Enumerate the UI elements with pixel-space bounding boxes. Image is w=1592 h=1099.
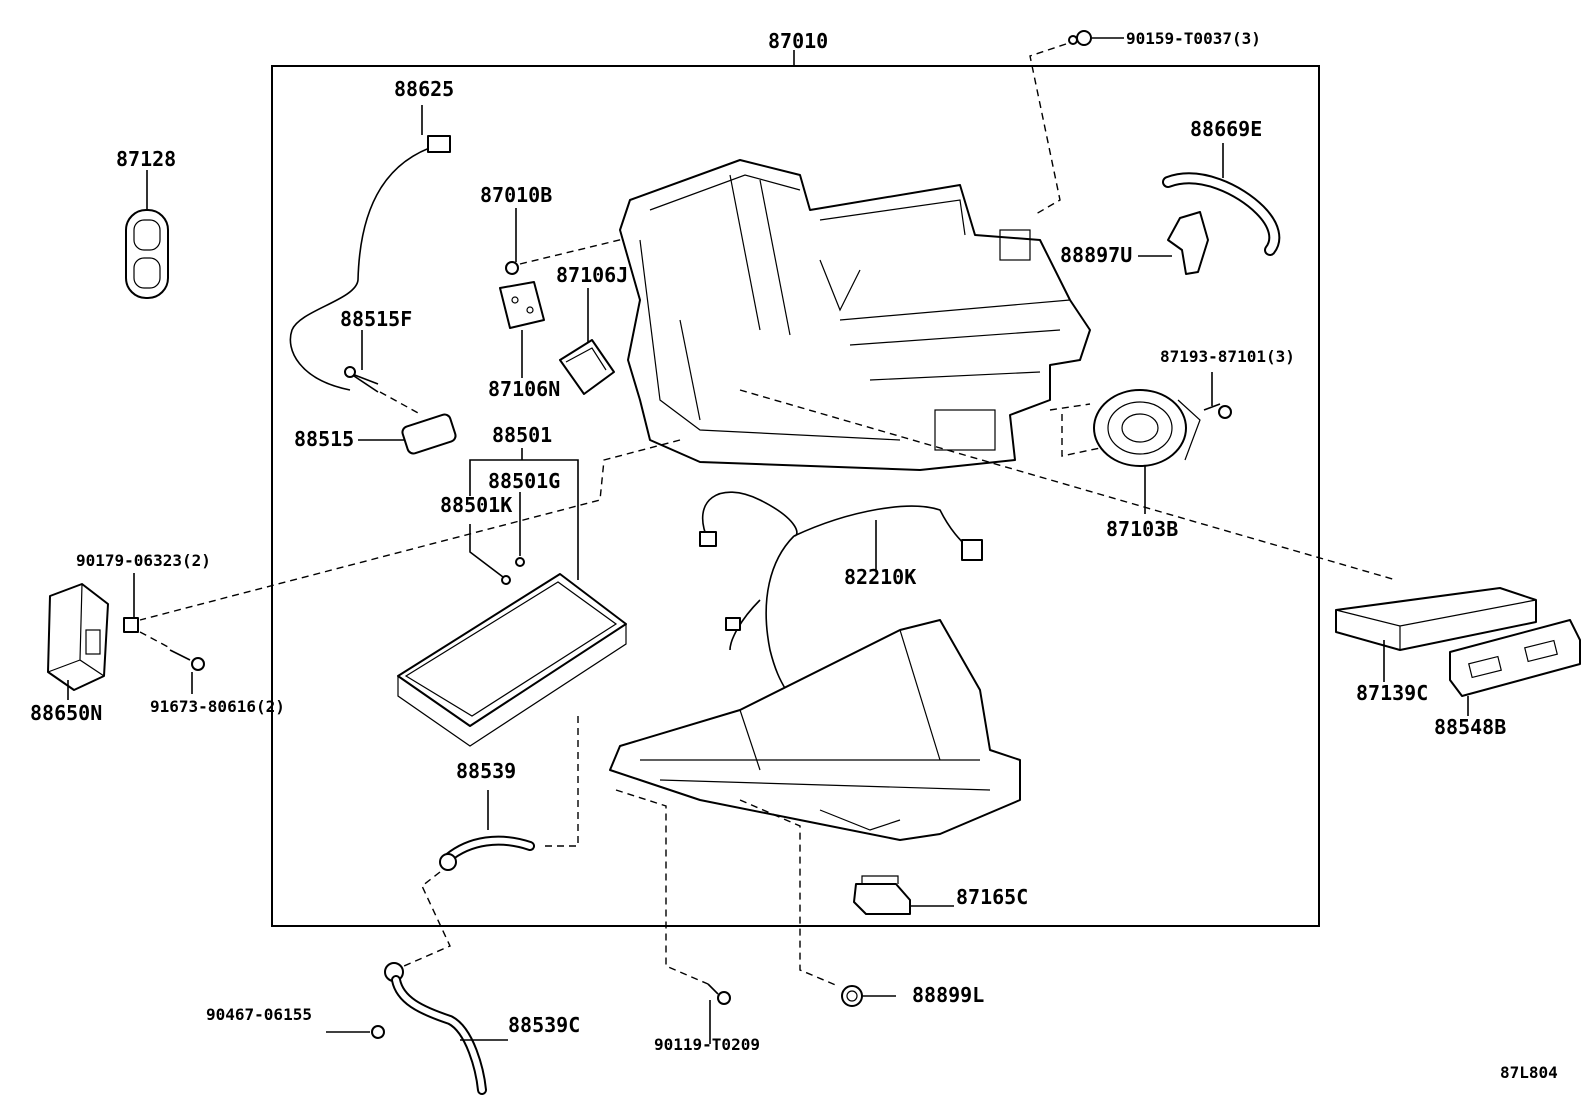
label-87128: 87128 bbox=[116, 147, 176, 171]
nut-90467-part bbox=[326, 1025, 385, 1039]
pipe-88539-part bbox=[403, 716, 579, 967]
resistor-87165C-part bbox=[853, 875, 954, 915]
label-87139C: 87139C bbox=[1356, 681, 1428, 705]
filter-cover-88548B-part bbox=[1449, 619, 1581, 716]
harness-82210K-part bbox=[699, 491, 983, 691]
label-90467-06155: 90467-06155 bbox=[206, 1005, 312, 1024]
label-90119-T0209: 90119-T0209 bbox=[654, 1035, 760, 1054]
label-88501G: 88501G bbox=[488, 469, 560, 493]
figure-code: 87L804 bbox=[1500, 1063, 1558, 1082]
bracket-88897U-part bbox=[1138, 211, 1209, 275]
screw-91673-part bbox=[139, 631, 205, 694]
label-90179-06323: 90179-06323(2) bbox=[76, 551, 211, 570]
label-87010B: 87010B bbox=[480, 183, 552, 207]
assembly-frame bbox=[271, 65, 1320, 927]
label-88548B: 88548B bbox=[1434, 715, 1506, 739]
label-87106N: 87106N bbox=[488, 377, 560, 401]
bracket-87106N-part bbox=[499, 281, 545, 378]
label-88897U: 88897U bbox=[1060, 243, 1132, 267]
sensor-88515-part bbox=[344, 330, 457, 455]
label-87010: 87010 bbox=[768, 29, 828, 53]
label-88515: 88515 bbox=[294, 427, 354, 451]
cabin-filter-87139C-part bbox=[1335, 587, 1537, 682]
clip-90159-part bbox=[1029, 30, 1124, 215]
label-88501: 88501 bbox=[492, 423, 552, 447]
label-87106J: 87106J bbox=[556, 263, 628, 287]
servo-87106J-part bbox=[559, 288, 615, 395]
label-88539C: 88539C bbox=[508, 1013, 580, 1037]
heater-core-88501-part bbox=[397, 448, 627, 747]
hose-88669E-part bbox=[1162, 143, 1281, 256]
module-88650N-part bbox=[47, 583, 109, 700]
heater-unit-87010-part bbox=[619, 159, 1091, 471]
label-88669E: 88669E bbox=[1190, 117, 1262, 141]
lower-duct-part bbox=[609, 619, 1021, 841]
sensor-wire-88625-part bbox=[289, 105, 451, 391]
grommet-88899L-part bbox=[739, 799, 896, 1007]
label-90159-T0037: 90159-T0037(3) bbox=[1126, 29, 1261, 48]
label-88625: 88625 bbox=[394, 77, 454, 101]
clip-90179-part bbox=[123, 573, 139, 633]
label-91673-80616: 91673-80616(2) bbox=[150, 697, 285, 716]
label-82210K: 82210K bbox=[844, 565, 916, 589]
label-87193-87101: 87193-87101(3) bbox=[1160, 347, 1295, 366]
gasket-87128-part bbox=[125, 170, 169, 299]
label-88650N: 88650N bbox=[30, 701, 102, 725]
label-88539: 88539 bbox=[456, 759, 516, 783]
screw-87193-part bbox=[1203, 372, 1232, 419]
label-88899L: 88899L bbox=[912, 983, 984, 1007]
label-87103B: 87103B bbox=[1106, 517, 1178, 541]
pipe-88539C-part bbox=[384, 962, 508, 1095]
label-87165C: 87165C bbox=[956, 885, 1028, 909]
blower-motor-87103B-part bbox=[1049, 389, 1201, 514]
screw-90119-part bbox=[615, 789, 731, 1044]
label-88501K: 88501K bbox=[440, 493, 512, 517]
label-88515F: 88515F bbox=[340, 307, 412, 331]
